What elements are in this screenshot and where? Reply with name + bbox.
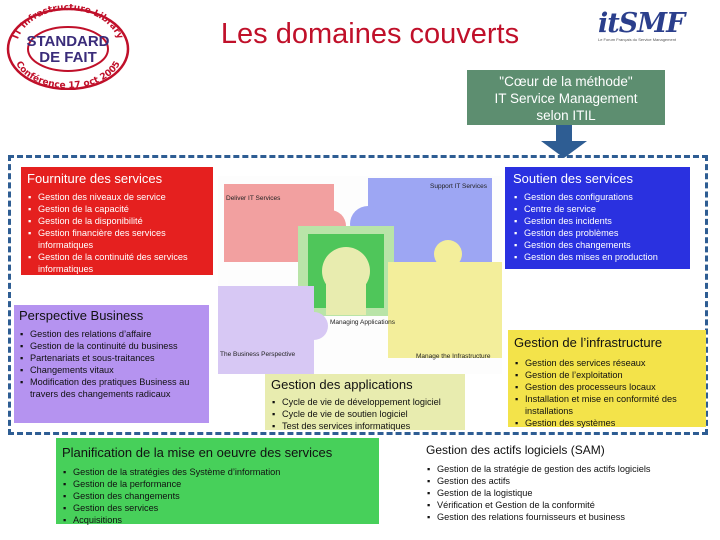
list-item: Gestion des relations d’affaire bbox=[19, 328, 204, 340]
sam-section: Gestion des actifs logiciels (SAM) Gesti… bbox=[426, 443, 706, 523]
list-item: Gestion de la continuité du business bbox=[19, 340, 204, 352]
puzzle-business-piece bbox=[218, 286, 314, 374]
list-item: Partenariats et sous-traitances bbox=[19, 352, 204, 364]
list-item: Modification des pratiques Business au t… bbox=[19, 376, 204, 400]
puzzle-label-managing: Managing Applications bbox=[330, 319, 396, 326]
list-item: Gestion de l’exploitation bbox=[514, 369, 700, 381]
list-item: Gestion des changements bbox=[513, 239, 684, 251]
applications-box: Gestion des applications Cycle de vie de… bbox=[265, 374, 465, 432]
list-item: Gestion des niveaux de service bbox=[27, 191, 207, 203]
list-item: Cycle de vie de soutien logiciel bbox=[271, 408, 461, 420]
list-item: Changements vitaux bbox=[19, 364, 204, 376]
infrastructure-box: Gestion de l’infrastructure Gestion des … bbox=[508, 330, 706, 429]
list-item: Centre de service bbox=[513, 203, 684, 215]
puzzle-label-support: Support IT Services bbox=[430, 183, 488, 190]
list-item: Gestion des systèmes bbox=[514, 417, 700, 429]
puzzle-infra-piece bbox=[388, 262, 502, 358]
list-item: Gestion des services bbox=[62, 502, 373, 514]
logo-it: it bbox=[598, 8, 620, 39]
list-item: Gestion de la capacité bbox=[27, 203, 207, 215]
list-item: Gestion de la disponibilité bbox=[27, 215, 207, 227]
soutien-services-box: Soutien des services Gestion des configu… bbox=[505, 167, 690, 269]
coeur-line2: IT Service Management bbox=[494, 91, 638, 106]
puzzle-label-business: The Business Perspective bbox=[220, 351, 296, 358]
list-item: Gestion des incidents bbox=[513, 215, 684, 227]
list-item: Gestion des changements bbox=[62, 490, 373, 502]
perspective-title: Perspective Business bbox=[19, 308, 144, 323]
list-item: Gestion des configurations bbox=[513, 191, 684, 203]
list-item: Gestion de la stratégies des Système d’i… bbox=[62, 466, 373, 478]
list-item: Gestion financière des services informat… bbox=[27, 227, 207, 251]
coeur-line3: selon ITIL bbox=[536, 108, 596, 123]
logo-tagline: Le Forum Français du Service Management bbox=[598, 37, 677, 42]
list-item: Gestion des relations fournisseurs et bu… bbox=[426, 511, 706, 523]
seal-center-line1: STANDARD bbox=[26, 33, 109, 50]
soutien-title: Soutien des services bbox=[513, 171, 633, 186]
list-item: Gestion des processeurs locaux bbox=[514, 381, 700, 393]
list-item: Gestion de la performance bbox=[62, 478, 373, 490]
list-item: Gestion des problèmes bbox=[513, 227, 684, 239]
seal-center-line2: DE FAIT bbox=[39, 49, 97, 66]
list-item: Gestion des services réseaux bbox=[514, 357, 700, 369]
puzzle-label-infra: Manage the Infrastructure bbox=[416, 353, 491, 360]
fourniture-title: Fourniture des services bbox=[27, 171, 163, 186]
list-item: Gestion de la stratégie de gestion des a… bbox=[426, 463, 706, 475]
list-item: Cycle de vie de développement logiciel bbox=[271, 396, 461, 408]
logo-smf: SMF bbox=[618, 8, 686, 39]
list-item: Test des services informatiques bbox=[271, 420, 461, 432]
itil-puzzle-diagram: Deliver IT Services Support IT Services … bbox=[218, 176, 502, 374]
sam-title: Gestion des actifs logiciels (SAM) bbox=[426, 443, 605, 457]
list-item: Gestion des mises en production bbox=[513, 251, 684, 263]
down-arrow-icon bbox=[541, 125, 587, 158]
page-title: Les domaines couverts bbox=[220, 18, 520, 50]
list-item: Gestion des actifs bbox=[426, 475, 706, 487]
coeur-line1: "Cœur de la méthode" bbox=[499, 74, 633, 89]
list-item: Vérification et Gestion de la conformité bbox=[426, 499, 706, 511]
list-item: Gestion de la continuité des services in… bbox=[27, 251, 207, 275]
itsm-core-frame bbox=[8, 155, 708, 435]
list-item: Acquisitions bbox=[62, 514, 373, 526]
fourniture-services-box: Fourniture des services Gestion des nive… bbox=[21, 167, 213, 275]
itsmf-logo: itSMF Le Forum Français du Service Manag… bbox=[598, 8, 716, 50]
planification-box: Planification de la mise en oeuvre des s… bbox=[56, 438, 379, 526]
standard-de-fait-seal: IT Infrastructure Library Conférence 17 … bbox=[4, 3, 132, 91]
planification-title: Planification de la mise en oeuvre des s… bbox=[62, 445, 333, 460]
puzzle-label-deliver: Deliver IT Services bbox=[226, 195, 281, 202]
list-item: Installation et mise en conformité des i… bbox=[514, 393, 700, 417]
infrastructure-title: Gestion de l’infrastructure bbox=[514, 335, 663, 350]
applications-title: Gestion des applications bbox=[271, 377, 413, 392]
perspective-business-box: Perspective Business Gestion des relatio… bbox=[14, 305, 209, 423]
list-item: Gestion de la logistique bbox=[426, 487, 706, 499]
coeur-methode-box: "Cœur de la méthode" IT Service Manageme… bbox=[467, 70, 665, 125]
